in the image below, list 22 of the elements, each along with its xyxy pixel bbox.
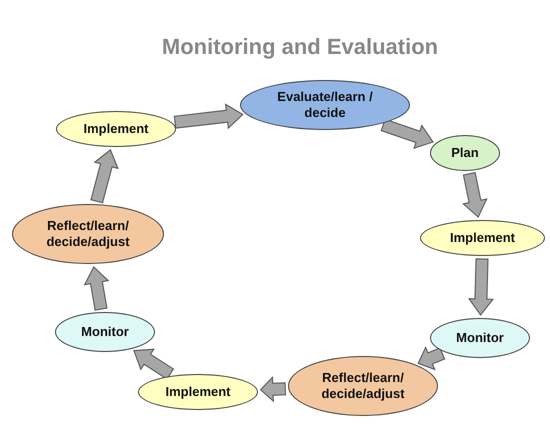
node-label: Monitor [81, 324, 129, 340]
block-arrow [468, 258, 494, 316]
block-arrow [84, 266, 110, 311]
block-arrow [417, 346, 446, 370]
node-label: Implement [83, 121, 148, 137]
node-label: Plan [451, 145, 479, 161]
node-label: Evaluate/learn / decide [276, 89, 374, 121]
node-label: Implement [165, 384, 230, 400]
node-label: Reflect/learn/ decide/adjust [320, 370, 406, 402]
block-arrow [133, 348, 174, 380]
ellipse-node [56, 111, 176, 147]
block-arrow [260, 376, 286, 402]
block-arrow [462, 172, 488, 218]
node-label: Monitor [456, 330, 504, 346]
ellipse-node [430, 135, 500, 171]
node-label: Reflect/learn/ decide/adjust [45, 218, 131, 250]
block-arrow [174, 103, 244, 130]
node-label: Implement [450, 230, 515, 246]
block-arrow [380, 118, 434, 149]
ellipse-node [430, 318, 530, 358]
diagram-title: Monitoring and Evaluation [160, 34, 440, 60]
block-arrow [90, 149, 119, 204]
